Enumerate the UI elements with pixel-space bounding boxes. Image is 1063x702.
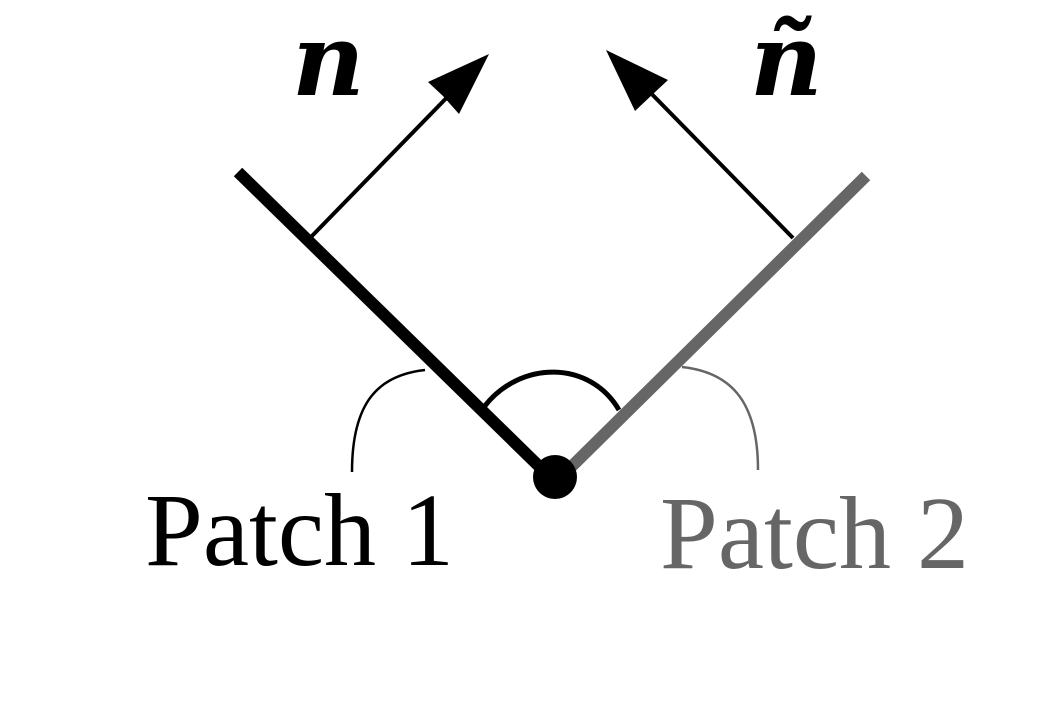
junction-vertex-dot	[533, 455, 577, 499]
normal-vector-ntilde-shaft	[636, 78, 795, 240]
angle-arc	[482, 369, 622, 412]
patch-1-leader-line	[350, 368, 426, 473]
patch-2-edge	[556, 171, 871, 482]
normal-vector-ntilde-arrowhead	[606, 50, 668, 111]
patch-1-edge	[233, 167, 555, 482]
normal-label-ntilde: ñ	[750, 1, 823, 119]
patch-2-label: Patch 2	[660, 476, 969, 591]
normal-vector-n-shaft	[308, 80, 464, 240]
normal-label-n: n	[292, 1, 365, 119]
patch-1-label: Patch 1	[145, 473, 454, 588]
patch-2-leader-line	[681, 365, 760, 471]
normal-vector-n-arrowhead	[428, 54, 489, 114]
